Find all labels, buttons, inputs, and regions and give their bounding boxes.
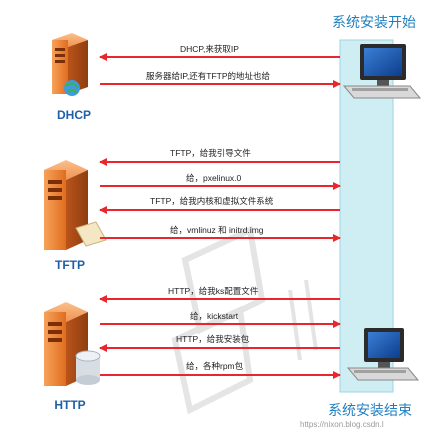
message-label-m6: 给，vmlinuz 和 initrd.img: [170, 225, 264, 235]
message-label-m8: 给，kickstart: [190, 311, 239, 321]
folder-icon: [75, 221, 107, 247]
watermark-text: https://nixon.blog.csdn.l: [300, 420, 384, 429]
message-arrows: [99, 53, 341, 379]
message-label-m7: HTTP，给我ks配置文件: [168, 286, 259, 296]
tftp-label: TFTP: [55, 258, 85, 272]
http-server-icon: [44, 302, 101, 386]
install-end-header: 系统安装结束: [328, 402, 412, 418]
message-label-m4: 给，pxelinux.0: [186, 173, 242, 183]
dhcp-server-icon: [52, 33, 88, 96]
dhcp-label: DHCP: [56, 108, 91, 122]
message-label-m2: 服务器给IP,还有TFTP的地址也给: [146, 71, 271, 81]
message-label-m10: 给，各种rpm包: [186, 361, 244, 371]
message-label-m9: HTTP，给我安装包: [176, 334, 250, 344]
tftp-server-icon: [44, 160, 107, 250]
message-label-m3: TFTP，给我引导文件: [170, 148, 251, 158]
install-start-header: 系统安装开始: [332, 14, 416, 30]
client-computer-icon-bottom: [346, 328, 420, 381]
database-icon: [75, 350, 101, 385]
http-label: HTTP: [54, 398, 86, 412]
message-label-m5: TFTP，给我内核和虚拟文件系统: [150, 196, 274, 206]
client-computer-icon-top: [342, 44, 422, 99]
message-label-m1: DHCP,来获取IP: [180, 44, 239, 54]
